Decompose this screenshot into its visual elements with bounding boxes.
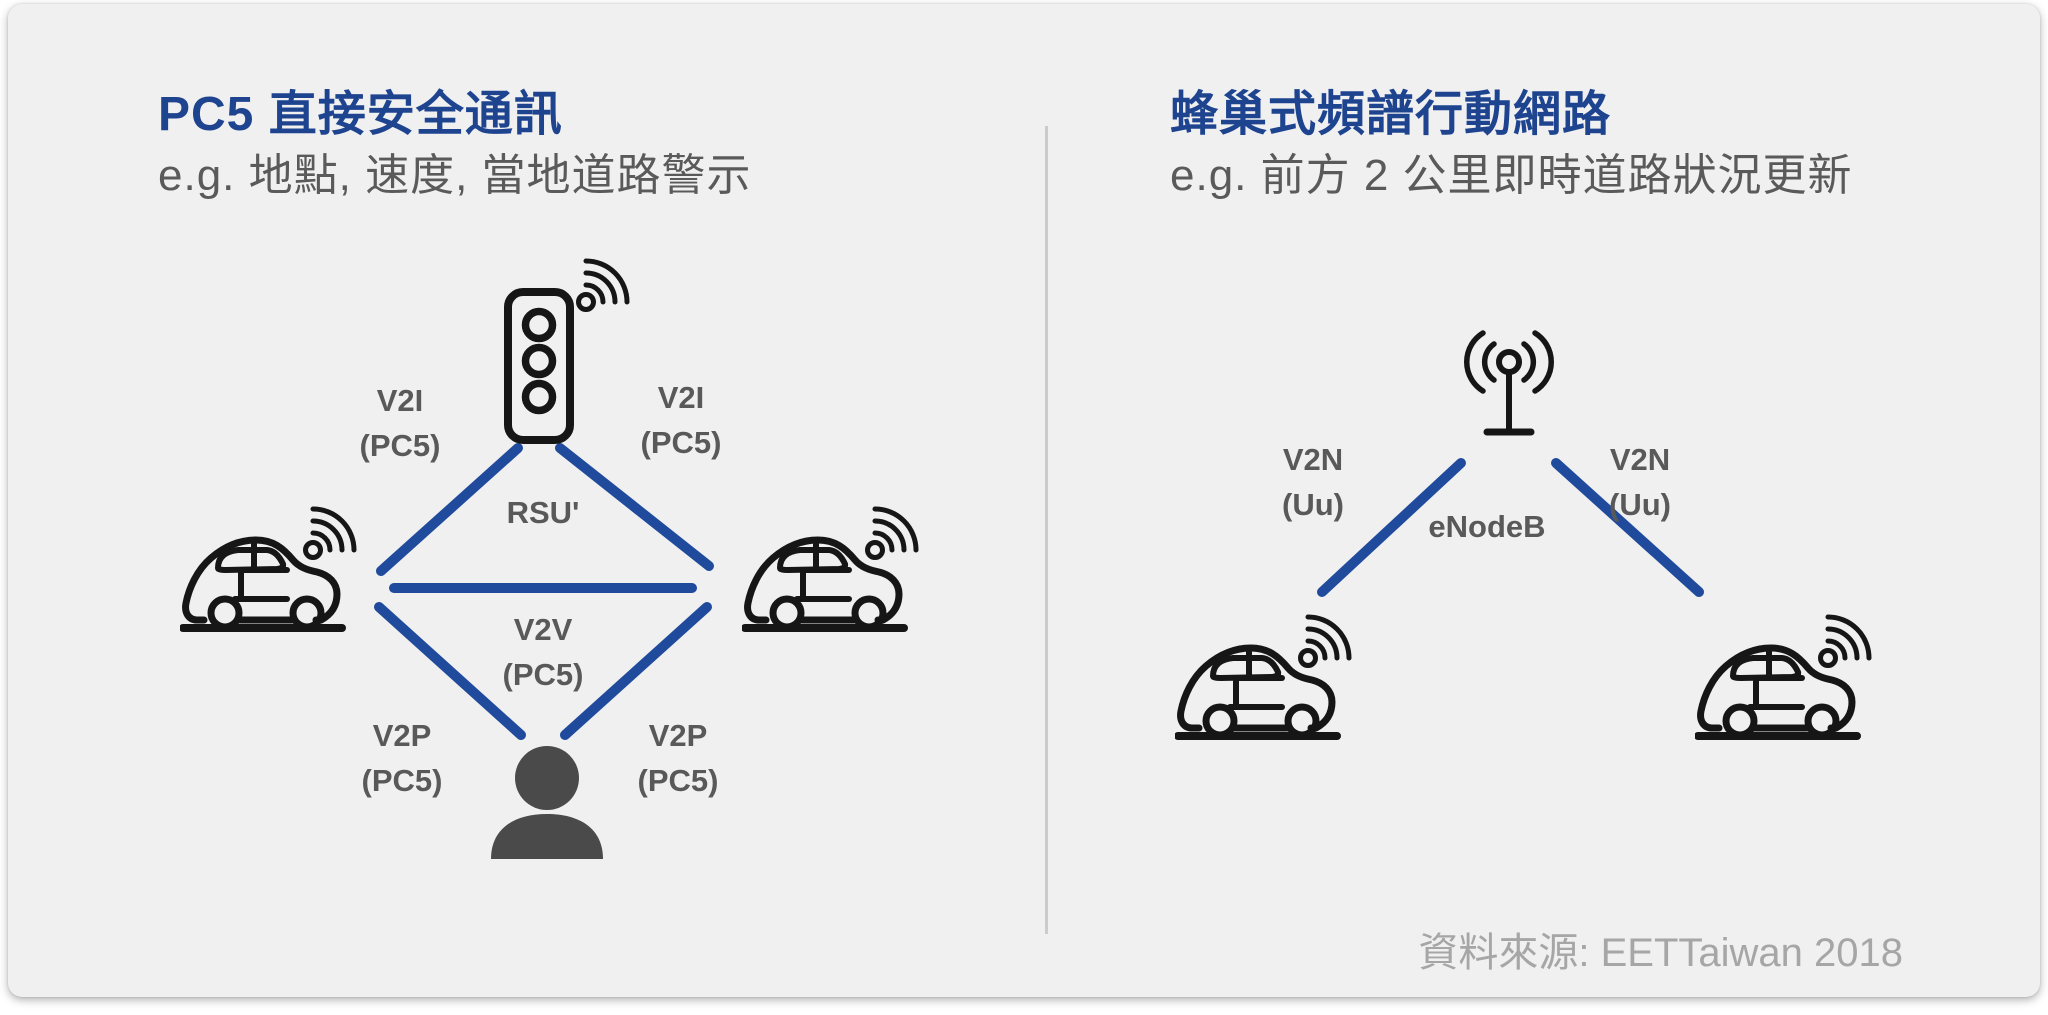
v2n-right-line2: (Uu) <box>1609 487 1671 522</box>
v2p-left-label: V2P (PC5) <box>362 713 443 803</box>
v2p-right-line1: V2P <box>648 718 708 753</box>
v2i-right-line2: (PC5) <box>640 425 722 460</box>
left-panel-subtitle: e.g. 地點, 速度, 當地道路警示 <box>158 151 752 200</box>
v2p-left-line1: V2P <box>372 718 432 753</box>
v2i-right-label: V2I (PC5) <box>641 375 722 465</box>
v2n-right-label: V2N (Uu) <box>1609 437 1671 527</box>
v2i-left-line1: V2I <box>376 383 424 418</box>
v2i-right-line1: V2I <box>657 380 705 415</box>
v2v-label: V2V (PC5) <box>503 607 584 697</box>
v2n-left-line2: (Uu) <box>1282 487 1344 522</box>
v2p-right-label: V2P (PC5) <box>638 713 719 803</box>
v2n-left-label: V2N (Uu) <box>1282 437 1344 527</box>
v2n-right-line1: V2N <box>1609 442 1671 477</box>
right-panel-subtitle: e.g. 前方 2 公里即時道路狀況更新 <box>1170 151 1853 200</box>
v2p-right-line2: (PC5) <box>637 763 719 798</box>
v2v-line1: V2V <box>513 612 573 647</box>
v2i-left-line2: (PC5) <box>359 428 441 463</box>
right-panel-title: 蜂巢式頻譜行動網路 <box>1170 88 1612 141</box>
source-attribution: 資料來源: EETTaiwan 2018 <box>1418 931 1903 975</box>
enodeb-label: eNodeB <box>1428 509 1546 544</box>
v2n-left-line1: V2N <box>1282 442 1344 477</box>
rsu-label: RSU' <box>506 495 580 530</box>
v2v-line2: (PC5) <box>502 657 584 692</box>
left-panel-title: PC5 直接安全通訊 <box>158 88 563 141</box>
v2p-left-line2: (PC5) <box>361 763 443 798</box>
v2i-left-label: V2I (PC5) <box>360 378 441 468</box>
panel-divider <box>1045 126 1048 934</box>
